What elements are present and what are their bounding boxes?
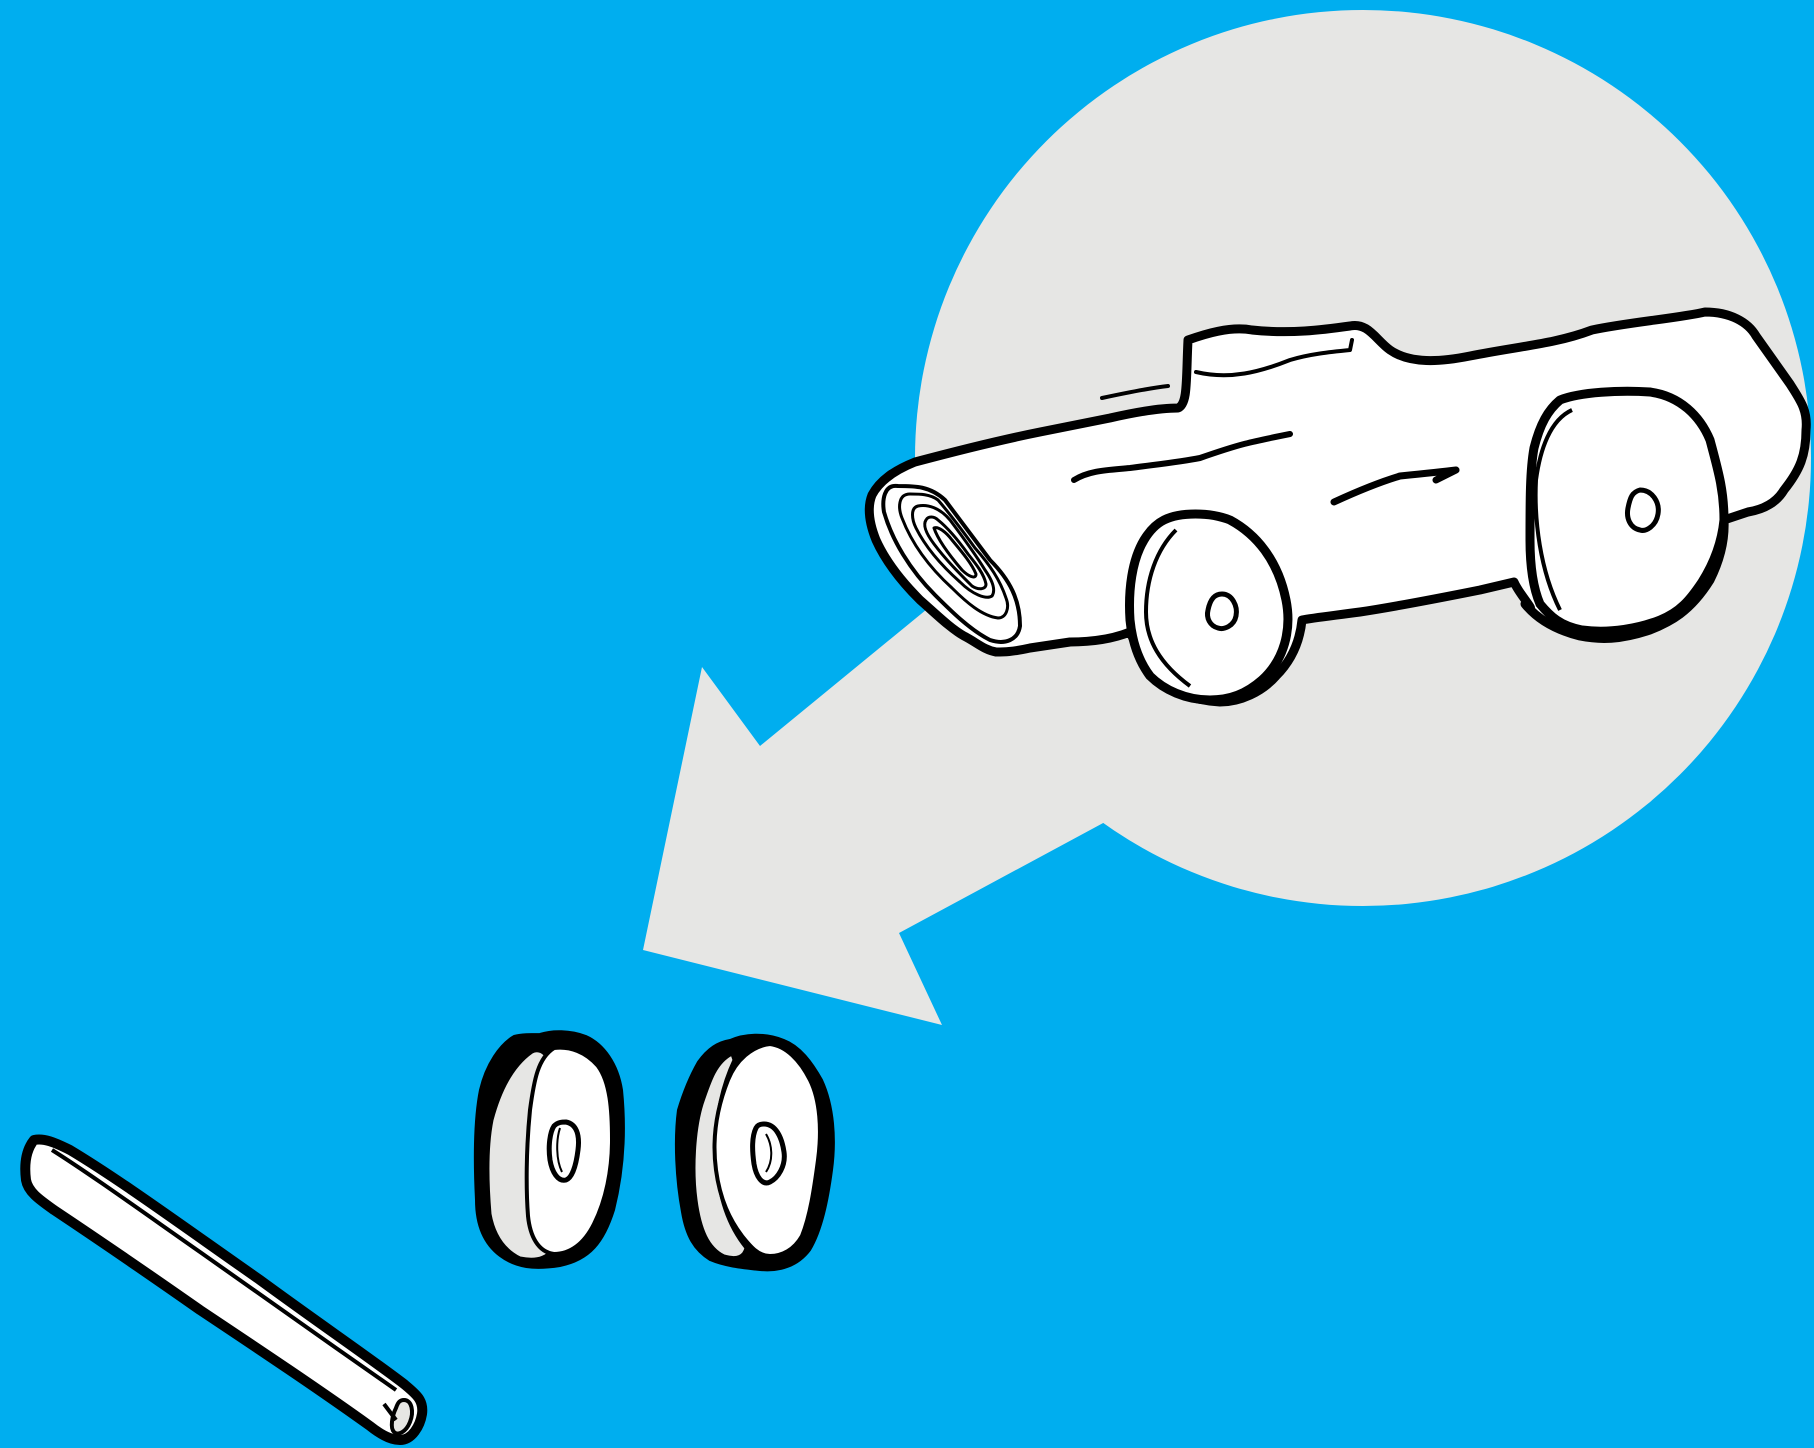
car-rear-wheel-hub bbox=[1628, 490, 1659, 530]
wheel-icon bbox=[475, 1031, 624, 1268]
wheel-icon bbox=[676, 1035, 834, 1271]
car-front-wheel-hub bbox=[1207, 594, 1236, 629]
car-rear-wheel bbox=[1530, 391, 1724, 631]
